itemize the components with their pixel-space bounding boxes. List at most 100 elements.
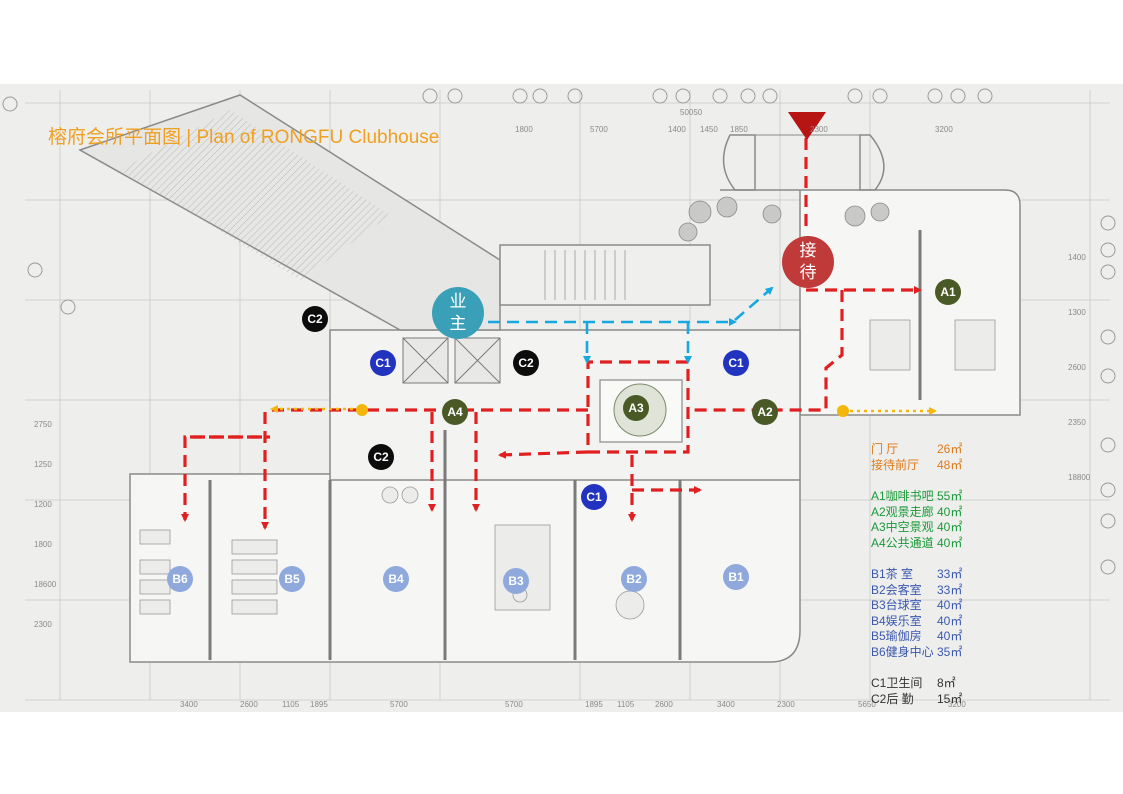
legend-area: 40㎡: [937, 520, 963, 534]
legend-row: 接待前厅 48㎡: [871, 458, 977, 474]
dim-right: 2350: [1068, 418, 1086, 427]
dim-bottom: 5700: [390, 700, 408, 709]
legend-row: B3台球室 40㎡: [871, 598, 977, 614]
marker-b4: B4: [383, 566, 409, 592]
dim-bottom: 1895: [310, 700, 328, 709]
legend-name: B4娱乐室: [871, 613, 922, 628]
elevators: [402, 337, 501, 384]
legend-area: 48㎡: [937, 457, 963, 472]
dim-bottom: 2300: [777, 700, 795, 709]
dim-left: 2750: [34, 420, 52, 429]
legend-area: 40㎡: [937, 598, 963, 612]
marker-c1-east: C1: [723, 350, 749, 376]
dim-left: 1800: [34, 540, 52, 549]
stair-treads: [544, 250, 626, 300]
dim-top: 1450: [700, 125, 718, 134]
marker-b1: B1: [723, 564, 749, 590]
legend-area: 8㎡: [937, 676, 956, 690]
partition-walls: [208, 230, 922, 660]
dim-bottom: 5650: [858, 700, 876, 709]
legend-name: 门 厅: [871, 442, 899, 456]
marker-c2-south: C2: [368, 444, 394, 470]
legend-name: A1咖啡书吧: [871, 489, 934, 503]
marker-c2-west: C2: [302, 306, 328, 332]
lower-wing-outline: [129, 473, 801, 663]
marker-c1-elevator: C1: [370, 350, 396, 376]
legend-row: B4娱乐室 40㎡: [871, 614, 977, 630]
legend-row: B2会客室 33㎡: [871, 583, 977, 599]
marker-c2-center: C2: [513, 350, 539, 376]
dim-right-column: 1400 1300 2600 2350 18800: [1068, 230, 1098, 505]
dim-left: 18600: [34, 580, 57, 589]
legend-name: A2观景走廊: [871, 504, 934, 519]
legend-area: 33㎡: [937, 567, 963, 581]
owner-label-2: 主: [449, 314, 467, 333]
marker-b2: B2: [621, 566, 647, 592]
legend-area: 15㎡: [937, 691, 963, 706]
marker-a2: A2: [752, 399, 778, 425]
legend-name: A3中空景观: [871, 520, 934, 534]
dim-top: 50050: [680, 108, 703, 117]
dim-bottom: 3400: [180, 700, 198, 709]
dim-left: 1250: [34, 460, 52, 469]
furniture: [139, 319, 996, 620]
page-title: 榕府会所平面图 | Plan of RONGFU Clubhouse: [48, 127, 440, 148]
reception-label-2: 待: [799, 263, 817, 282]
legend-area: 33㎡: [937, 582, 963, 597]
dim-left-column: 2750 1250 1200 1800 18600 2300: [34, 405, 64, 645]
legend-name: C2后 勤: [871, 691, 914, 706]
legend-area: 40㎡: [937, 613, 963, 628]
dim-top: 3200: [935, 125, 953, 134]
legend-name: C1卫生间: [871, 676, 923, 690]
exit-dot-west: [356, 404, 368, 416]
dim-left: 2300: [34, 620, 52, 629]
marker-a1: A1: [935, 279, 961, 305]
dim-top: 5700: [590, 125, 608, 134]
dimension-labels: 1800 5700 1400 1450 1850 2300 3200 50050…: [180, 108, 966, 709]
legend-row: B1茶 室 33㎡: [871, 567, 977, 583]
legend-row: 门 厅 26㎡: [871, 442, 977, 458]
legend-row: C2后 勤 15㎡: [871, 692, 977, 708]
dim-top: 1400: [668, 125, 686, 134]
legend-row: C1卫生间 8㎡: [871, 676, 977, 692]
dim-bottom: 3400: [717, 700, 735, 709]
owner-label-1: 业: [449, 292, 467, 311]
right-wing-outline: [720, 189, 1021, 416]
marker-b5: B5: [279, 566, 305, 592]
marker-b6: B6: [167, 566, 193, 592]
legend-name: B2会客室: [871, 582, 922, 597]
diagonal-hatch: [120, 110, 390, 280]
dim-right: 1300: [1068, 308, 1086, 317]
legend-name: 接待前厅: [871, 457, 920, 472]
dim-top: 2300: [810, 125, 828, 134]
axis-bubbles: [2, 88, 1116, 575]
legend-area: 26㎡: [937, 442, 963, 456]
legend-name: B3台球室: [871, 598, 922, 612]
marker-b3: B3: [503, 568, 529, 594]
dim-right: 18800: [1068, 473, 1091, 482]
dim-top: 1800: [515, 125, 533, 134]
legend-area: 40㎡: [937, 504, 963, 519]
legend-name: A4公共通道: [871, 535, 934, 550]
marker-a3: A3: [623, 395, 649, 421]
dim-right: 1400: [1068, 253, 1086, 262]
marker-a4: A4: [442, 399, 468, 425]
legend-name: B1茶 室: [871, 567, 914, 581]
dim-bottom: 5700: [505, 700, 523, 709]
dim-bottom: 1105: [617, 700, 635, 709]
legend-area: 40㎡: [937, 535, 963, 550]
legend-name: B6健身中心: [871, 644, 934, 659]
entrance-triangle-icon: [788, 112, 826, 140]
marker-c1-south: C1: [581, 484, 607, 510]
dim-bottom: 3200: [948, 700, 966, 709]
dim-left: 1200: [34, 500, 52, 509]
legend-area: 35㎡: [937, 644, 963, 659]
exit-dot-east: [837, 405, 849, 417]
dim-bottom: 2600: [655, 700, 673, 709]
